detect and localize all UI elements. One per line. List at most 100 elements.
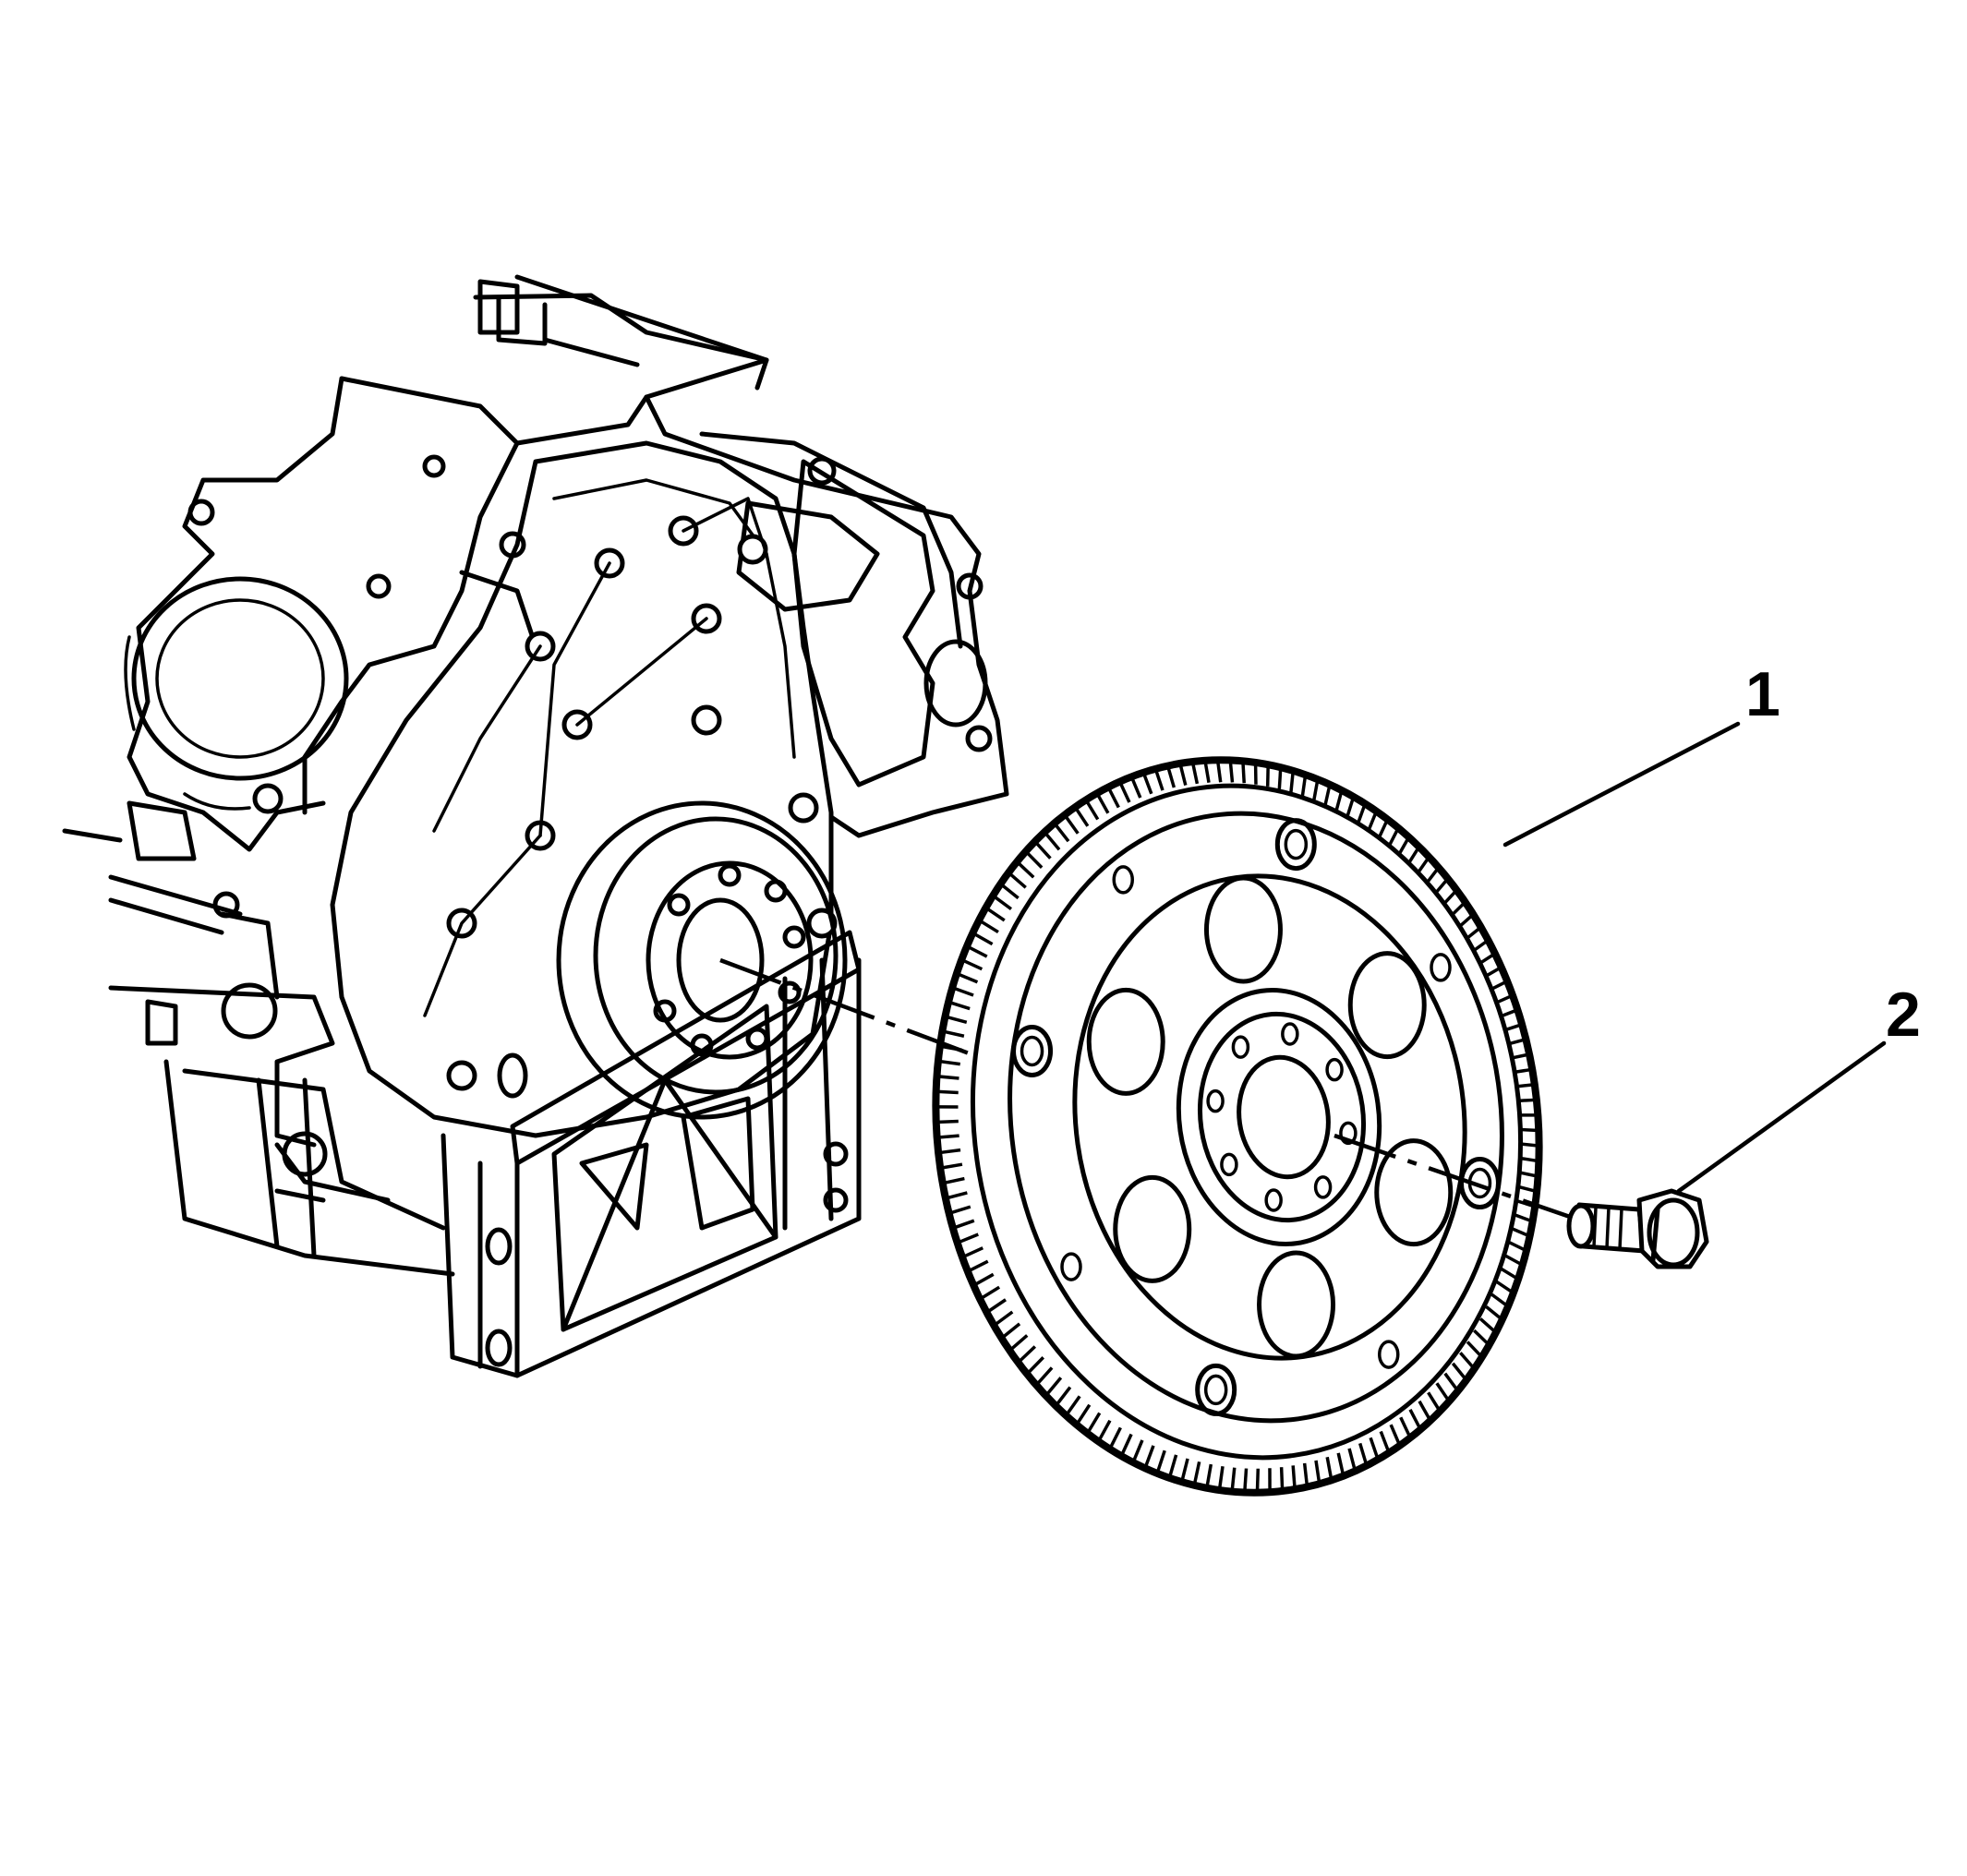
ring-gear-tooth	[1485, 1305, 1503, 1321]
ring-gear-tooth	[1008, 871, 1027, 889]
cover-rib	[575, 617, 708, 727]
sensor-block	[127, 800, 197, 861]
outer-bolt-holes	[1011, 818, 1501, 1416]
ring-gear-tooth	[1016, 860, 1035, 879]
block-hole	[807, 456, 837, 486]
bolt-tip	[1566, 1203, 1596, 1249]
ring-gear-tooth	[992, 894, 1013, 911]
flexplate-face	[1008, 811, 1504, 1424]
crank-bolt-hole	[1206, 1088, 1225, 1113]
crank-bolt-hole	[1325, 1057, 1344, 1082]
ring-gear-tooth	[1416, 856, 1430, 874]
ring-gear-tooth	[948, 1205, 971, 1215]
ring-gear-tooth	[1399, 1416, 1412, 1439]
ring-gear-tooth	[1442, 889, 1458, 906]
pan-web	[274, 1142, 391, 1203]
ring-gear-tooth	[993, 1310, 1014, 1328]
ring-gear-tooth	[1063, 813, 1080, 835]
top-tab	[477, 279, 520, 335]
outer-bolt-hole-inner	[1284, 828, 1309, 860]
callout-2: 2	[1676, 980, 1921, 1194]
crank-bolt-hole	[1339, 1121, 1358, 1146]
bracket-hole	[823, 1187, 849, 1213]
ring-gear-tooth	[1478, 1317, 1497, 1334]
block-hole	[956, 572, 984, 600]
cover-bolt	[788, 792, 819, 824]
ring-gear-tooth	[1190, 761, 1200, 785]
sensor-wire	[62, 828, 123, 843]
ring-gear-tooth	[1291, 1465, 1297, 1490]
ring-gear-tooth	[1466, 1341, 1484, 1359]
ring-gear-tooth	[1129, 776, 1142, 799]
cover-rib	[423, 834, 542, 1017]
ring-gear-tooth	[985, 1298, 1007, 1315]
ring-gear-tooth	[1000, 1322, 1021, 1340]
ring-gear-tooth	[1053, 822, 1070, 843]
ring-gear-tooth	[939, 1162, 963, 1170]
ring-gear-tooth	[1358, 1442, 1369, 1466]
tube	[108, 897, 224, 935]
flywheel	[932, 756, 1543, 1497]
ring-gear-tooth	[1155, 1449, 1166, 1474]
cover-rib	[538, 561, 611, 837]
ring-gear-tooth	[1406, 846, 1421, 865]
ring-gear-tooth	[1024, 849, 1044, 869]
ring-gear-tooth	[961, 1246, 984, 1259]
pan-connector	[145, 999, 178, 1046]
ring-gear-tooth	[1300, 774, 1308, 797]
ring-gear-tooth	[1073, 806, 1090, 827]
ring-gear-tooth	[1369, 1437, 1380, 1461]
pan-inner	[182, 1068, 446, 1231]
ring-gear-tooth	[1095, 792, 1110, 814]
outer-bolt-hole	[1274, 818, 1317, 872]
lightening-holes	[1086, 875, 1454, 1359]
ring-gear-tooth	[1205, 1463, 1213, 1489]
ring-gear-tooth	[1511, 1052, 1530, 1060]
ring-gear-tooth	[1153, 768, 1165, 791]
ring-gear-tooth	[957, 1233, 979, 1245]
bolt-head-face	[1647, 1197, 1700, 1268]
bracket-hole	[823, 1141, 849, 1167]
bracket-slot	[485, 1227, 513, 1266]
ring-gear-tooth	[1520, 1127, 1539, 1133]
bore-arc-lower	[183, 792, 251, 811]
crank-hub	[646, 860, 814, 1060]
bracket-slot	[485, 1329, 513, 1367]
callout-1-leader	[1502, 721, 1741, 848]
ring-gear-tooth	[939, 1044, 962, 1052]
block-rib	[459, 570, 538, 649]
ring-gear-tooth	[1490, 1293, 1509, 1308]
ring-gear-tooth	[1025, 1356, 1045, 1376]
cover-rib	[432, 644, 542, 833]
ring-gear-tooth	[1443, 1372, 1460, 1392]
head-hole	[252, 783, 284, 814]
ring-gear-tooth	[1473, 1329, 1490, 1347]
hub-outer	[1176, 988, 1382, 1246]
pan-rib	[274, 1188, 326, 1203]
ring-gear-tooth	[960, 957, 984, 971]
ring-gear-tooth	[978, 919, 999, 934]
ring-gear-tooth	[1119, 1433, 1133, 1457]
lightening-hole	[1347, 951, 1427, 1060]
ring-gear-tooth	[971, 932, 994, 946]
ring-gear-tooth	[947, 1000, 971, 1011]
ring-gear-tooth	[1277, 767, 1283, 789]
ring-gear-tooth	[1514, 1213, 1534, 1223]
pan-rib	[256, 1077, 280, 1249]
pan-left-edge	[108, 985, 335, 1148]
pan-lower-edge	[163, 1059, 455, 1277]
cylinder-bore	[131, 576, 349, 781]
ring-gear-tooth	[1517, 1185, 1538, 1194]
front-cover	[330, 440, 834, 1138]
ring-gear-tooth	[1165, 765, 1177, 788]
ring-gear-tooth	[937, 1148, 961, 1155]
crank-bolt-hole	[1313, 1175, 1333, 1199]
ring-gear-tooth	[936, 1134, 959, 1139]
ring-gear-tooth	[1054, 1386, 1072, 1407]
ring-gear-tooth	[984, 906, 1006, 922]
head-hole	[187, 499, 215, 526]
ring-gear-tooth	[1097, 1419, 1112, 1443]
ring-gear-tooth	[1017, 1345, 1037, 1365]
ring-gear-tooth	[1323, 784, 1332, 806]
cylinder-head-outline	[127, 376, 344, 852]
